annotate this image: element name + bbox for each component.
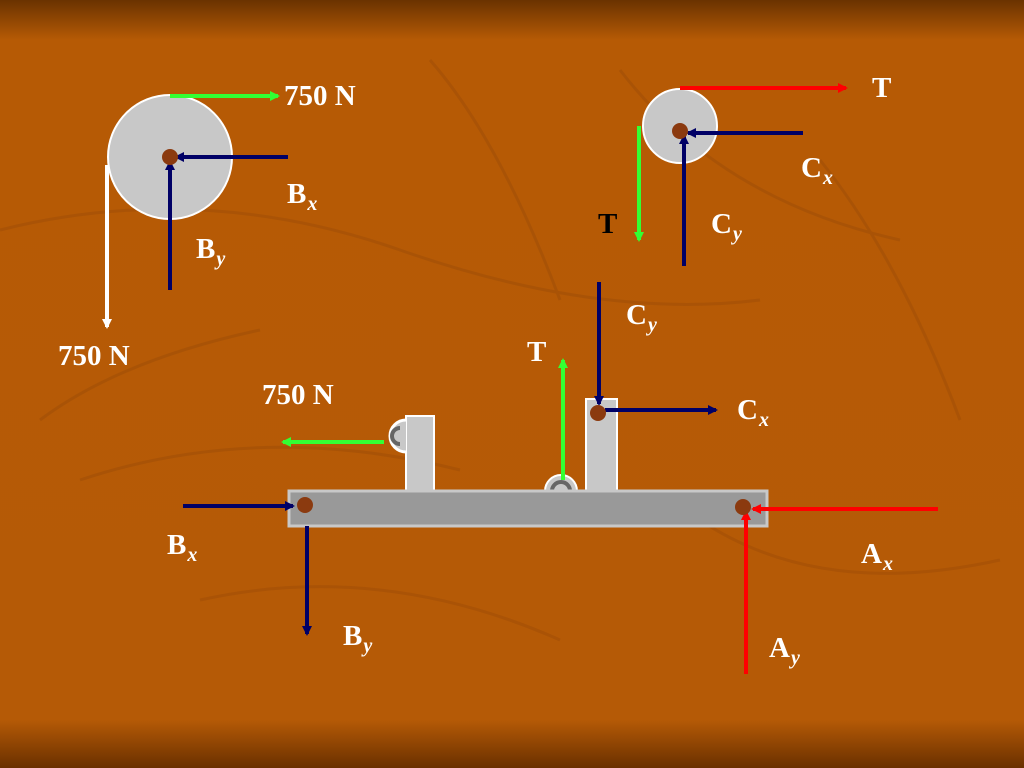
frame-bx-sub: x <box>187 544 198 566</box>
pulley-c-cy-sub: y <box>732 223 742 245</box>
pulley-c-cx-label: Cx <box>801 152 833 189</box>
frame-by-main: B <box>343 620 363 652</box>
pulley-b-by-sub: y <box>216 248 226 270</box>
frame-bx-main: B <box>167 529 187 561</box>
frame-ax-sub: x <box>882 553 893 575</box>
frame-cx-label: Cx <box>737 394 769 431</box>
frame-cx-main: C <box>737 394 758 426</box>
frame-bracket-left <box>405 415 435 492</box>
frame-pin-a <box>735 499 751 515</box>
pulley-b-by-label: By <box>196 233 226 270</box>
frame-cx-sub: x <box>758 409 769 431</box>
frame-ay-main: A <box>769 632 790 664</box>
background-leaf-pattern <box>0 59 1001 642</box>
pulley-b-bx-label: Bx <box>287 178 318 215</box>
pulley-c-cx-main: C <box>801 152 822 184</box>
frame-pin-c <box>590 405 606 421</box>
pulley-b-bottom-force-label: 750 N <box>58 340 130 372</box>
frame-pin-b <box>297 497 313 513</box>
frame-ay-label: Ay <box>769 632 800 669</box>
pulley-c-cx-sub: x <box>822 167 833 189</box>
pulley-c-cy-label: Cy <box>711 208 742 245</box>
pulley-b-bx-main: B <box>287 178 307 210</box>
frame-cy-sub: y <box>647 314 657 336</box>
frame-ax-label: Ax <box>861 538 893 575</box>
frame-cy-main: C <box>626 299 647 331</box>
frame-bar <box>287 489 769 528</box>
pulley-c-cy-main: C <box>711 208 732 240</box>
frame-750-label: 750 N <box>262 379 334 411</box>
pulley-b-top-force-label: 750 N <box>284 80 356 112</box>
frame-cy-label: Cy <box>626 299 657 336</box>
pulley-b-pin <box>162 149 178 165</box>
frame-ay-sub: y <box>790 647 800 669</box>
pulley-c-tension-down-label: T <box>598 208 618 240</box>
frame <box>183 282 938 674</box>
frame-ax-main: A <box>861 538 882 570</box>
frame-by-label: By <box>343 620 373 657</box>
pulley-c-pin <box>672 123 688 139</box>
pulley-c-tension-top-label: T <box>872 72 892 104</box>
pulley-c <box>634 83 848 266</box>
pulley-b-bx-sub: x <box>307 193 318 215</box>
frame-t-label: T <box>527 336 547 368</box>
frame-bx-label: Bx <box>167 529 198 566</box>
frame-by-sub: y <box>363 635 373 657</box>
pulley-b-by-main: B <box>196 233 216 265</box>
pulley-b <box>102 91 288 329</box>
